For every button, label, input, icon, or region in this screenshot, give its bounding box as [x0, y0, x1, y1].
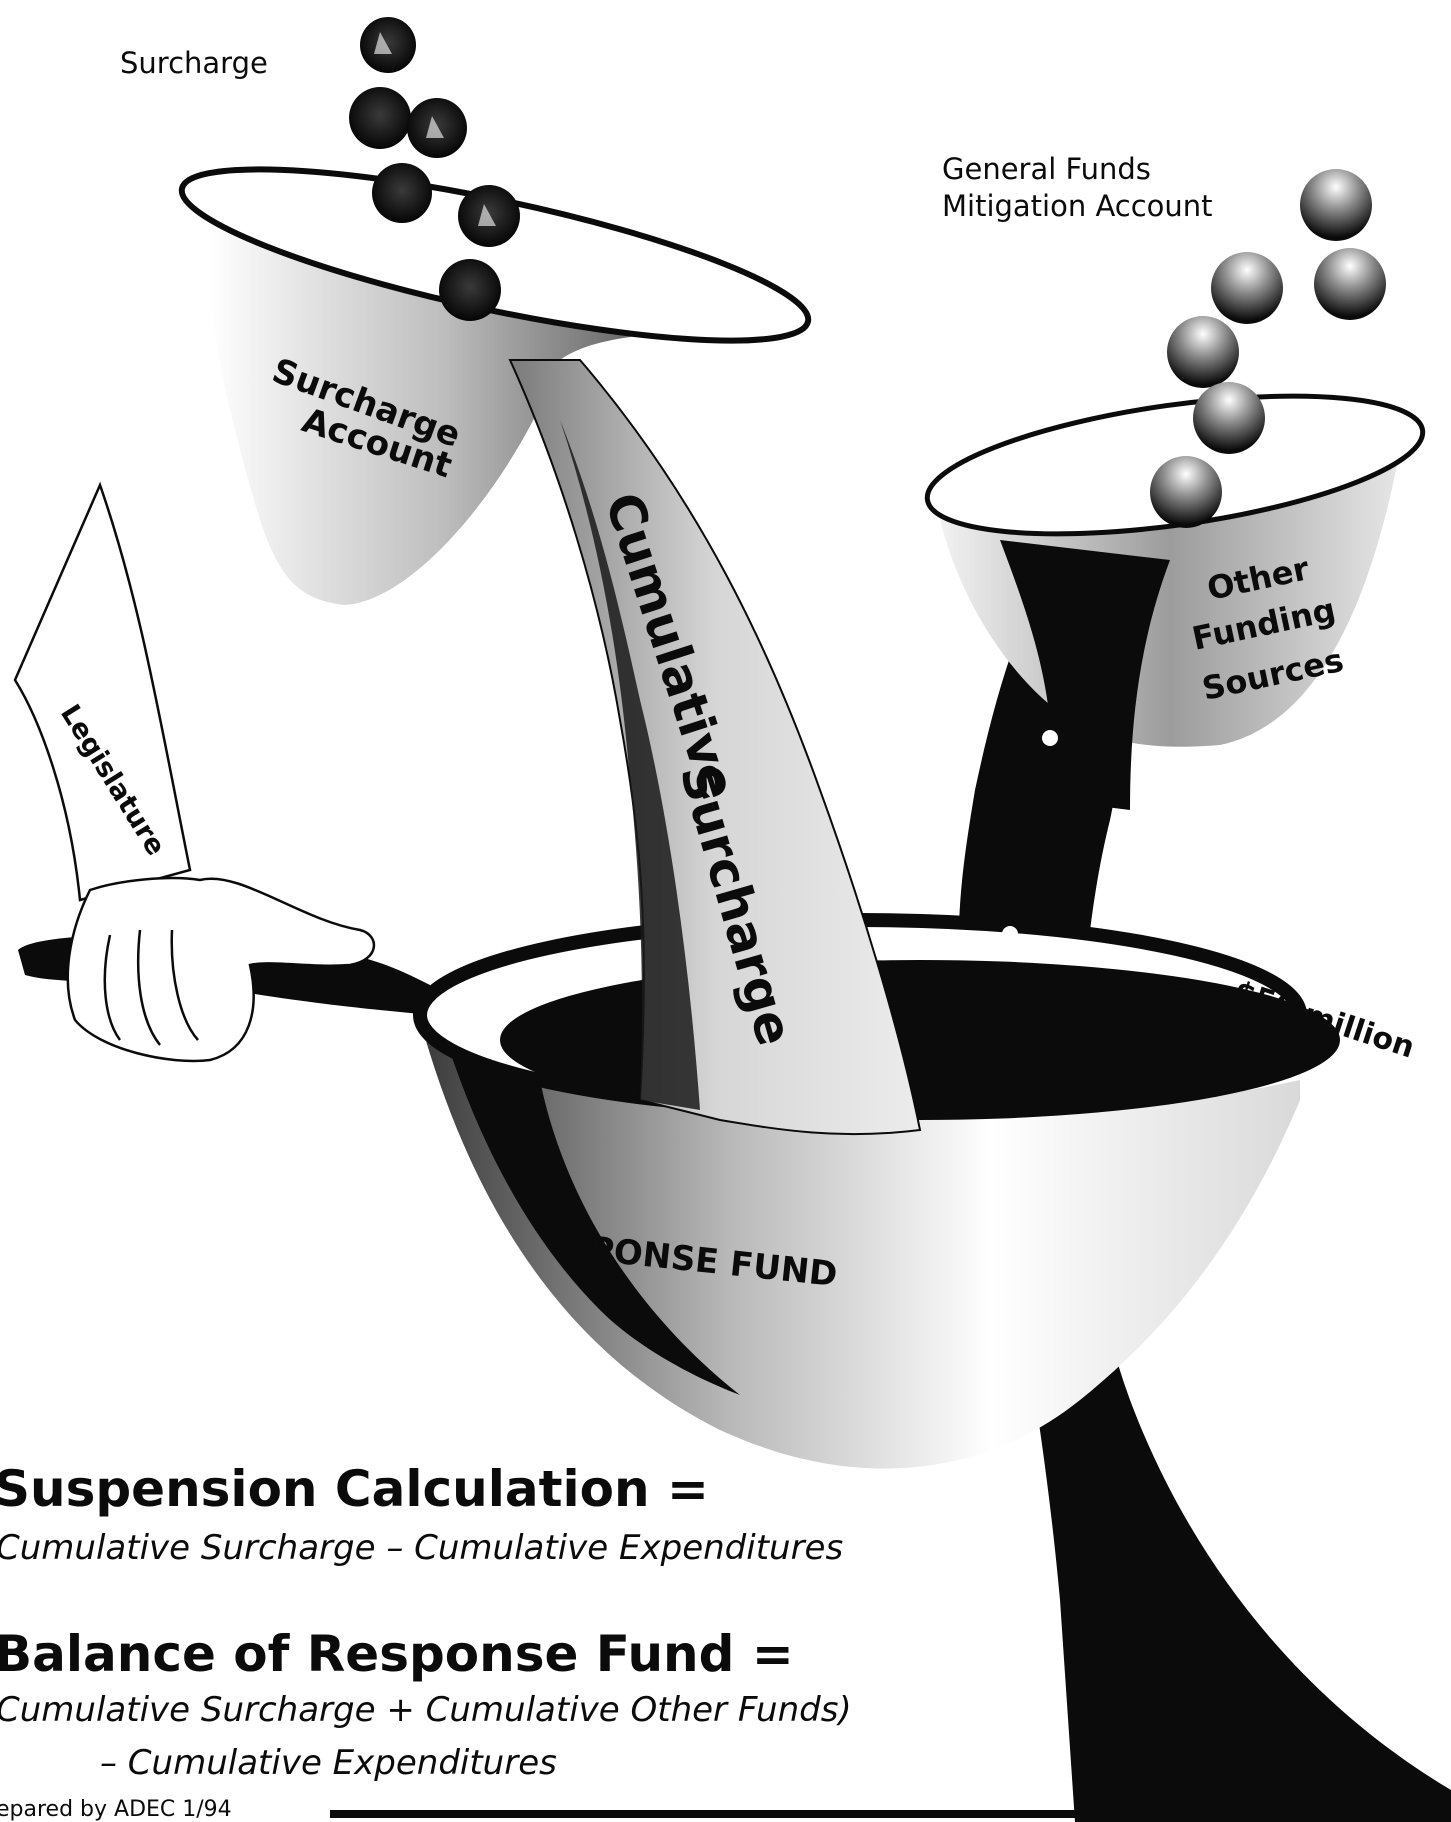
state-seal-coin-icon	[1150, 456, 1222, 528]
general-funds-mitigation-label: General Funds Mitigation Account	[942, 151, 1272, 225]
suspension-calculation-title: Suspension Calculation =	[0, 1460, 709, 1518]
balance-response-fund-expression-line1: Cumulative Surcharge + Cumulative Other …	[0, 1690, 852, 1730]
state-seal-coin-icon	[1314, 248, 1386, 320]
alaska-pipeline-coin-icon	[439, 259, 501, 321]
state-seal-coin-icon	[1167, 316, 1239, 388]
prepared-by-credit: epared by ADEC 1/94	[0, 1797, 232, 1822]
state-seal-coin-icon	[1211, 252, 1283, 324]
footer-rule	[330, 1810, 1451, 1818]
balance-response-fund-expression-line2: – Cumulative Expenditures	[100, 1743, 557, 1783]
state-seal-coin-icon	[1193, 382, 1265, 454]
drip	[1042, 730, 1058, 746]
alaska-pipeline-coin-icon	[349, 87, 411, 149]
drip	[1002, 926, 1018, 942]
alaska-pipeline-coin-icon	[360, 17, 416, 73]
pan-liquid	[500, 960, 1340, 1120]
suspension-calculation-expression: Cumulative Surcharge – Cumulative Expend…	[0, 1528, 843, 1568]
balance-response-fund-title: Balance of Response Fund =	[0, 1625, 794, 1683]
surcharge-label: Surcharge	[120, 46, 268, 80]
general-funds-label: General Funds	[942, 151, 1272, 188]
state-seal-coin-icon	[1300, 169, 1372, 241]
mitigation-account-label: Mitigation Account	[942, 188, 1272, 225]
alaska-pipeline-coin-icon	[372, 163, 432, 223]
